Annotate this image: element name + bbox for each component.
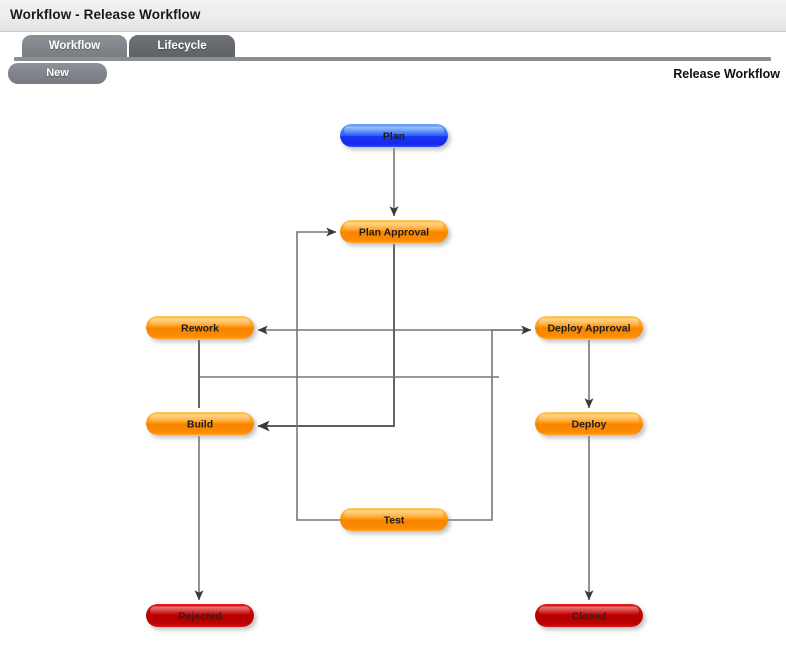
node-deploy-gloss: [539, 414, 639, 423]
node-deploy-approval-gloss: [539, 318, 639, 327]
node-plan[interactable]: Plan: [340, 124, 448, 147]
node-deploy-approval[interactable]: Deploy Approval: [535, 316, 643, 339]
tab-divider-rule: [14, 57, 771, 61]
tab-workflow[interactable]: Workflow: [22, 35, 127, 59]
tab-bar: Workflow Lifecycle: [0, 33, 786, 59]
workflow-svg: Plan Plan Approval Rework Deploy Approva…: [146, 124, 643, 627]
edge-test-to-plan-approval: [296, 227, 340, 521]
workflow-name-heading: Release Workflow: [673, 67, 780, 81]
node-test-gloss: [344, 510, 444, 519]
node-plan-approval-gloss: [344, 222, 444, 231]
node-rework-gloss: [150, 318, 250, 327]
workflow-diagram-canvas[interactable]: Plan Plan Approval Rework Deploy Approva…: [0, 88, 786, 653]
edge-test-to-deploy-approval: [448, 325, 532, 521]
node-build[interactable]: Build: [146, 412, 254, 435]
node-closed[interactable]: Closed: [535, 604, 643, 627]
action-toolbar: New Release Workflow: [0, 61, 786, 87]
node-plan-approval[interactable]: Plan Approval: [340, 220, 448, 243]
connector-layer: [194, 148, 594, 601]
node-test[interactable]: Test: [340, 508, 448, 531]
tab-lifecycle[interactable]: Lifecycle: [129, 35, 235, 59]
node-closed-gloss: [539, 606, 639, 615]
node-deploy[interactable]: Deploy: [535, 412, 643, 435]
node-build-gloss: [150, 414, 250, 423]
page-title: Workflow - Release Workflow: [10, 7, 201, 22]
node-plan-gloss: [344, 126, 444, 135]
new-button[interactable]: New: [8, 63, 107, 84]
node-rejected-gloss: [150, 606, 250, 615]
window-title-bar: Workflow - Release Workflow: [0, 0, 786, 32]
node-rework[interactable]: Rework: [146, 316, 254, 339]
node-layer: Plan Plan Approval Rework Deploy Approva…: [146, 124, 643, 627]
edge-plan-approval-to-build: [257, 244, 395, 432]
node-rejected[interactable]: Rejected: [146, 604, 254, 627]
